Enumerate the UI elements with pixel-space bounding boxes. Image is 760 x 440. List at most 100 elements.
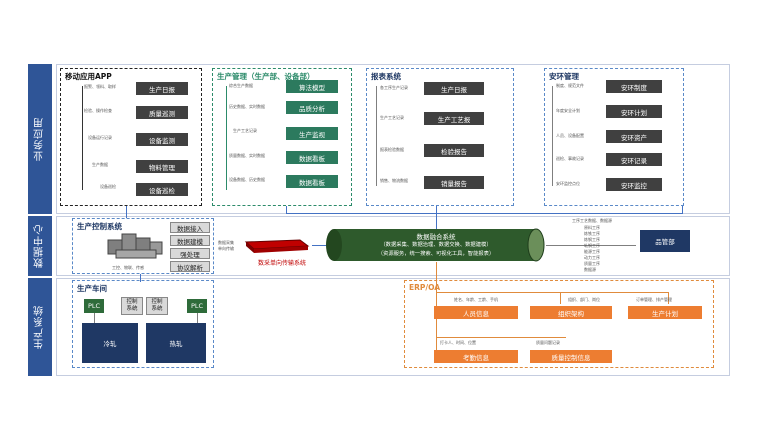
- row-label-business: 业务应用: [28, 64, 52, 214]
- erp-up-connector: [436, 262, 437, 292]
- quality-note-0: 工序工艺数据、数据源: [572, 218, 612, 223]
- erp-branch-3: [668, 292, 669, 304]
- workshop-link-1: [94, 313, 95, 323]
- safety-title: 安环管理: [549, 72, 579, 81]
- production-mgmt-algorithm-model[interactable]: 算法模型: [286, 80, 338, 93]
- safety-spine: [552, 86, 553, 186]
- workshop-control-1[interactable]: 控制 系统: [121, 297, 143, 315]
- production-mgmt-production-monitor[interactable]: 生产监视: [286, 127, 338, 140]
- report-item-daily[interactable]: 生产日报: [424, 82, 484, 95]
- erp-branch-1: [436, 292, 437, 304]
- erp-note-3: 订单管理、排产管理: [636, 297, 672, 302]
- erp-branch-2: [560, 292, 561, 304]
- server-cluster-icon: [107, 233, 163, 259]
- control-item-data-access[interactable]: 数据接入: [170, 222, 210, 233]
- mobile-item-equipment-patrol[interactable]: 设备巡检: [136, 183, 188, 196]
- erp-row1-bus: [436, 292, 668, 293]
- connector-report-down: [436, 206, 437, 232]
- erp-row2-bus: [436, 337, 566, 338]
- report-system-title: 报表系统: [371, 72, 401, 81]
- production-mgmt-note-4: 质量数据、实时数据: [229, 153, 265, 158]
- transfer-label: 数采单向传输系统: [258, 260, 307, 267]
- unidirectional-gateway-icon: [244, 239, 310, 253]
- data-fusion-title: 数据融合系统: [416, 233, 456, 241]
- workshop-control-2[interactable]: 控制 系统: [146, 297, 168, 315]
- safety-item-records[interactable]: 安环记录: [606, 153, 662, 166]
- safety-item-assets[interactable]: 安环资产: [606, 130, 662, 143]
- erp-item-attendance[interactable]: 考勤信息: [434, 350, 518, 363]
- row-label-data-center: 数据中心: [28, 216, 52, 276]
- erp-item-personnel[interactable]: 人员信息: [434, 306, 518, 319]
- erp-note-2: 组织、部门、岗位: [568, 297, 600, 302]
- report-item-inspection[interactable]: 检验报告: [424, 144, 484, 157]
- workshop-title: 生产车间: [77, 284, 107, 293]
- report-item-process[interactable]: 生产工艺报: [424, 112, 484, 125]
- transfer-left-note2: 单向传输: [218, 246, 234, 251]
- workshop-cold-mill[interactable]: 冷轧: [82, 323, 138, 363]
- control-item-data-modeling[interactable]: 数据建模: [170, 235, 210, 246]
- quality-connector: [546, 245, 636, 246]
- report-note-4: 销售、物流数据: [380, 178, 408, 183]
- erp-note-4: 打卡人、时间、位置: [440, 340, 476, 345]
- data-fusion-line1: （数据采集、数据治理、数据交换、数据建模）: [380, 242, 492, 248]
- quality-note-1: 原料工序: [584, 225, 600, 230]
- quality-note-7: 质量工序: [584, 261, 600, 266]
- connector-mobile-down: [126, 206, 127, 220]
- quality-note-3: 炼钢工序: [584, 237, 600, 242]
- data-fusion-cylinder: [326, 228, 545, 262]
- safety-item-monitor[interactable]: 安环监控: [606, 178, 662, 191]
- erp-item-quality-control[interactable]: 质量控制信息: [530, 350, 612, 363]
- erp-row2-spine: [436, 304, 437, 352]
- mobile-note-4: 生产数据: [92, 162, 108, 167]
- mobile-item-material-mgmt[interactable]: 物料管理: [136, 160, 188, 173]
- workshop-hot-mill[interactable]: 热轧: [146, 323, 206, 363]
- arrow-to-fusion: [312, 245, 330, 246]
- control-item-protocol[interactable]: 协议解析: [170, 261, 210, 272]
- production-mgmt-dashboard-2[interactable]: 数据看板: [286, 175, 338, 188]
- report-item-sales[interactable]: 销量报告: [424, 176, 484, 189]
- mobile-item-equipment-monitor[interactable]: 设备监测: [136, 133, 188, 146]
- safety-item-plan[interactable]: 安环计划: [606, 105, 662, 118]
- erp-title: ERP/OA: [409, 283, 441, 292]
- control-system-title: 生产控制系统: [77, 222, 122, 231]
- mobile-note-1: 报警、领料、取样: [84, 84, 116, 89]
- mobile-note-2: 检验、操作检查: [84, 108, 112, 113]
- production-mgmt-quality-analysis[interactable]: 品质分析: [286, 101, 338, 114]
- connector-safety-down: [682, 206, 683, 214]
- connector-prod-down: [286, 206, 287, 214]
- workshop-up-connector: [140, 274, 141, 282]
- safety-note-5: 安环监控点位: [556, 181, 580, 186]
- quality-note-5: 能源工序: [584, 249, 600, 254]
- erp-item-organization[interactable]: 组织架构: [530, 306, 612, 319]
- quality-note-8: 数据源: [584, 267, 596, 272]
- workshop-plc-2[interactable]: PLC: [187, 299, 207, 313]
- safety-note-1: 制度、规范文件: [556, 83, 584, 88]
- safety-item-rules[interactable]: 安环制度: [606, 80, 662, 93]
- report-note-1: 各工序生产记录: [380, 85, 408, 90]
- production-mgmt-dashboard-1[interactable]: 数据看板: [286, 151, 338, 164]
- row-label-production: 生产系统: [28, 278, 52, 376]
- mobile-item-quality-inspection[interactable]: 质量巡测: [136, 106, 188, 119]
- erp-item-production-plan[interactable]: 生产计划: [628, 306, 702, 319]
- quality-note-2: 炼铁工序: [584, 231, 600, 236]
- workshop-plc-1[interactable]: PLC: [84, 299, 104, 313]
- production-mgmt-note-3: 生产工艺记录: [233, 128, 257, 133]
- production-mgmt-spine: [226, 86, 227, 190]
- mobile-spine: [82, 86, 83, 190]
- report-spine: [376, 86, 377, 186]
- quality-note-4: 轧钢工序: [584, 243, 600, 248]
- control-item-processing[interactable]: 强处理: [170, 248, 210, 259]
- quality-dept-box[interactable]: 品管部: [640, 230, 690, 252]
- production-mgmt-note-1: 综合生产数据: [229, 83, 253, 88]
- report-note-3: 报表检验数据: [380, 147, 404, 152]
- quality-note-6: 动力工序: [584, 255, 600, 260]
- connector-horizontal-top: [286, 213, 682, 214]
- mobile-item-daily-report[interactable]: 生产日报: [136, 82, 188, 95]
- production-mgmt-title: 生产管理（生产部、设备部）: [217, 72, 315, 81]
- safety-note-4: 巡检、事故记录: [556, 156, 584, 161]
- mobile-note-3: 设备运行记录: [88, 135, 112, 140]
- safety-note-3: 人员、设备配置: [556, 133, 584, 138]
- erp-note-1: 姓名、年龄、工龄、手机: [454, 297, 498, 302]
- report-note-2: 生产工艺记录: [380, 115, 404, 120]
- workshop-link-2: [197, 313, 198, 323]
